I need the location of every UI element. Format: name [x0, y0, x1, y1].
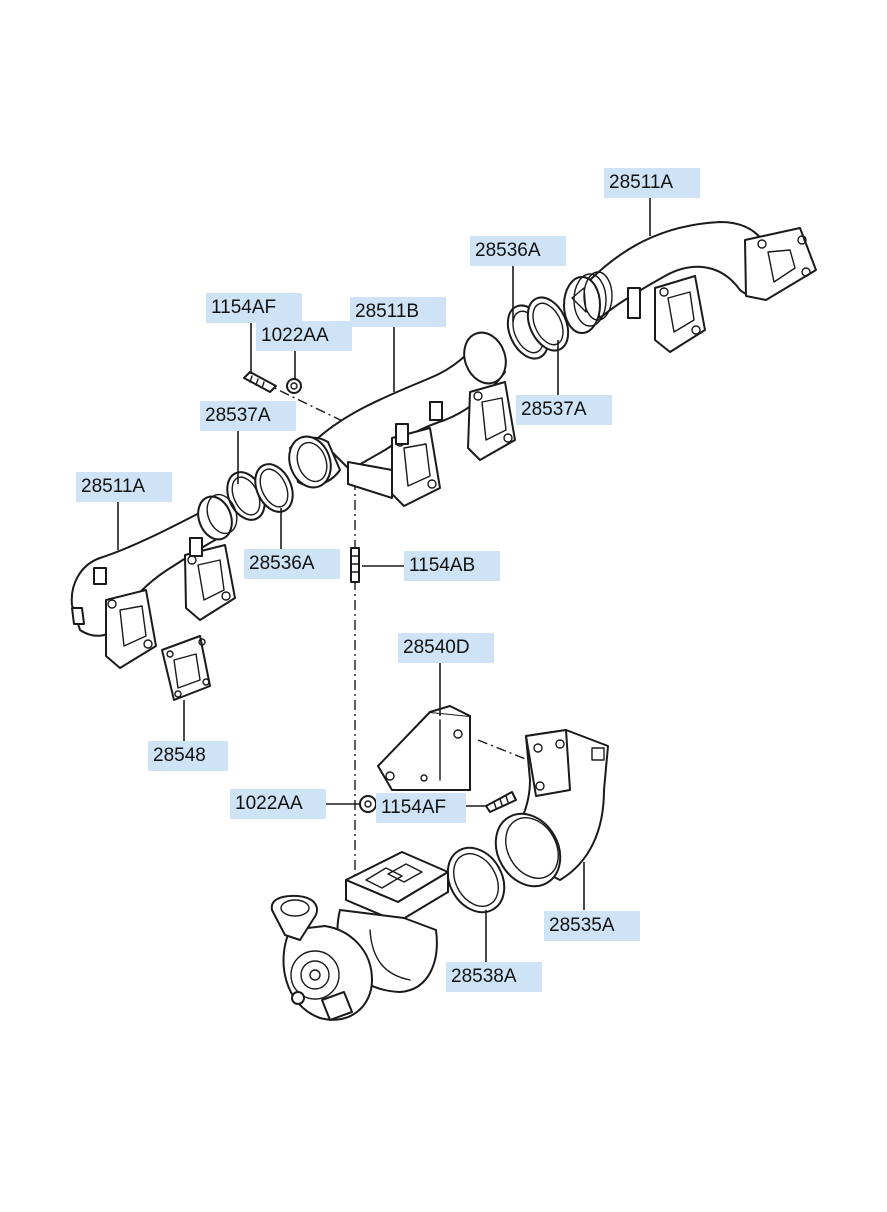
label-28535A[interactable]: 28535A	[544, 911, 640, 941]
flange-gasket-28548	[161, 635, 211, 701]
label-1154AB[interactable]: 1154AB	[404, 551, 500, 581]
stud-1154AB	[350, 547, 360, 583]
nut-1022AA-top	[286, 378, 302, 394]
bracket-28540D	[377, 705, 471, 791]
stud-1154AF-bottom	[485, 791, 517, 813]
gasket-28537A-right	[526, 296, 570, 352]
manifold-right-28511A	[563, 221, 817, 353]
turbocharger	[270, 851, 449, 1021]
label-1154AF-top[interactable]: 1154AF	[206, 293, 302, 323]
gasket-28536A-left	[254, 463, 294, 513]
stud-1154AF-top	[243, 371, 277, 393]
label-28511A-top[interactable]: 28511A	[604, 168, 700, 198]
label-28536A-top[interactable]: 28536A	[470, 236, 566, 266]
label-28538A[interactable]: 28538A	[446, 962, 542, 992]
label-28536A-left[interactable]: 28536A	[244, 549, 340, 579]
nut-1022AA-bottom	[359, 795, 377, 813]
elbow-28535A	[494, 729, 609, 888]
label-28511B[interactable]: 28511B	[350, 297, 446, 327]
manifold-left-28511A	[70, 493, 238, 669]
gasket-28538A	[446, 846, 506, 914]
label-1154AF-bottom[interactable]: 1154AF	[376, 793, 466, 823]
label-28537A-left[interactable]: 28537A	[200, 401, 296, 431]
label-28511A-left[interactable]: 28511A	[76, 472, 172, 502]
label-28548[interactable]: 28548	[148, 741, 228, 771]
label-28540D[interactable]: 28540D	[398, 633, 494, 663]
label-1022AA-bottom[interactable]: 1022AA	[230, 789, 326, 819]
label-28537A-right[interactable]: 28537A	[516, 395, 612, 425]
label-1022AA-top[interactable]: 1022AA	[256, 321, 352, 351]
bracket-centerline	[477, 739, 529, 761]
manifold-center-28511B	[288, 331, 516, 507]
